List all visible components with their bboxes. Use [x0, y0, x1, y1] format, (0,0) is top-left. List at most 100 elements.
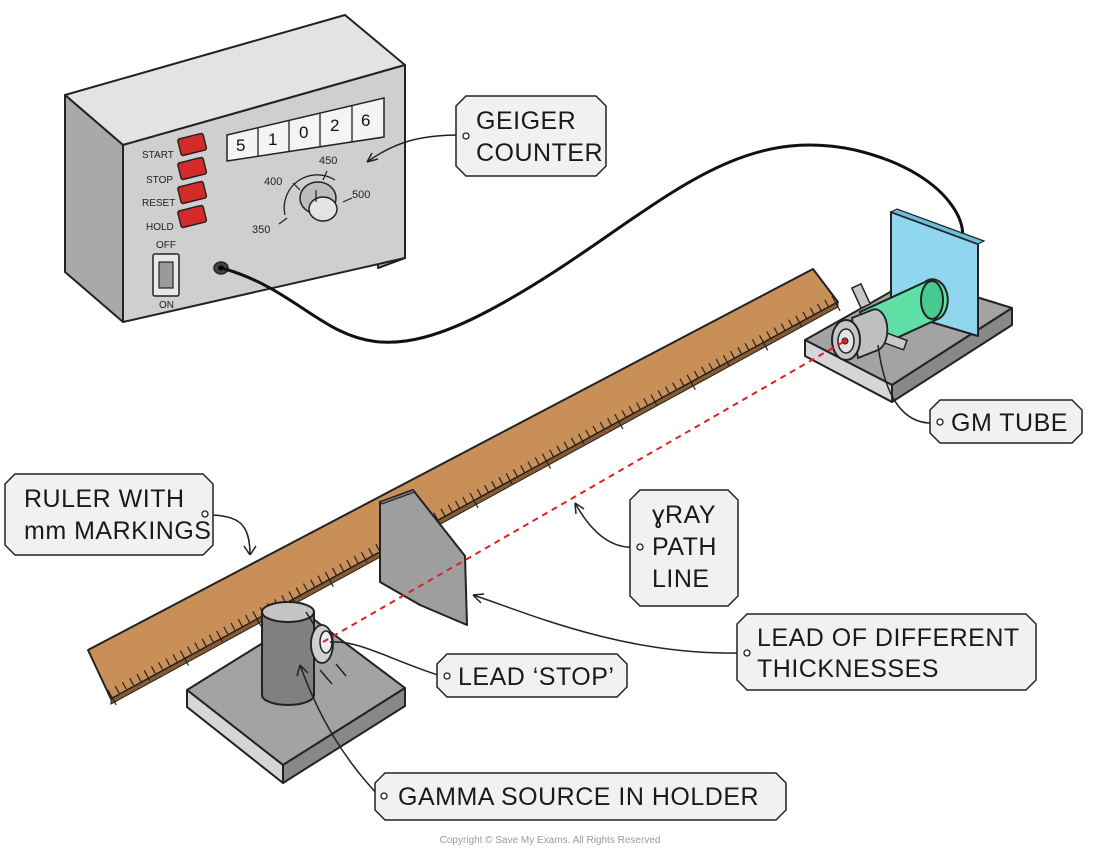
ruler-tick	[114, 685, 120, 694]
gm-tube-text: GM TUBE	[951, 409, 1068, 437]
power-switch[interactable]: OFF ON	[152, 240, 180, 311]
hold-button[interactable]	[177, 204, 208, 229]
ruler-tick	[722, 354, 730, 366]
lead-stop-leader	[329, 641, 442, 677]
ruler-tick	[310, 579, 316, 587]
ruler-tick	[252, 610, 262, 627]
ruler-tick	[541, 453, 552, 469]
gm-tube-leader	[877, 344, 936, 424]
ruler-tick	[143, 670, 151, 682]
stop-button[interactable]	[177, 156, 208, 181]
ruler-tick	[701, 366, 707, 375]
ruler-tick	[809, 307, 815, 316]
ruler-tick	[708, 362, 714, 371]
ruler-tick	[179, 650, 190, 666]
voltage-dial[interactable]: 350 400 450 500	[252, 155, 370, 236]
ruler-tick	[194, 642, 200, 650]
ruler-tick	[447, 504, 453, 513]
ruler-tick	[208, 634, 214, 643]
ruler-tick	[462, 496, 468, 505]
ruler-tick	[216, 630, 223, 642]
ruler-line-1: RULER WITH	[24, 485, 185, 513]
ruler-tick	[520, 465, 526, 473]
geiger-counter: 5 1 0 2 6 START STOP RESET HOLD OFF ON	[64, 14, 406, 323]
ruler-tick	[491, 480, 497, 489]
ruler-tick	[628, 406, 634, 414]
ruler-tick	[295, 587, 301, 595]
gamma-source-leader	[299, 664, 380, 797]
ruler-tick	[578, 433, 585, 445]
ruler-tick	[454, 500, 460, 509]
geiger-line-2: COUNTER	[476, 139, 603, 167]
ruler-tick	[715, 358, 721, 367]
ruler-tick	[483, 484, 489, 493]
digit-3: 0	[299, 123, 308, 142]
ruler-tick	[643, 398, 649, 406]
ruler-tick	[664, 386, 670, 394]
label-gm-tube: GM TUBE	[929, 399, 1083, 444]
ruler-tick	[129, 677, 135, 686]
ruler-tick	[288, 591, 296, 603]
gamma-ray-path	[322, 340, 846, 643]
ruler-tick	[744, 343, 750, 351]
ruler-tick	[672, 382, 678, 390]
ruler-tick	[339, 563, 345, 572]
ruler-tick	[121, 681, 127, 690]
ruler-tick	[824, 299, 830, 308]
ruler-tick	[360, 551, 368, 563]
stop-label: STOP	[146, 175, 173, 186]
ruler-tick	[679, 378, 685, 387]
dial-500: 500	[352, 189, 370, 201]
counter-buttons: START STOP RESET HOLD	[142, 132, 208, 233]
label-gamma-source: GAMMA SOURCE IN HOLDER	[374, 772, 787, 821]
dial-450: 450	[319, 155, 337, 167]
ruler-tick	[549, 449, 555, 457]
start-label: START	[142, 150, 174, 161]
gamma-ray-line-3: LINE	[652, 565, 710, 593]
label-gamma-ray: ɣRAY PATH LINE	[629, 489, 739, 607]
counter-display: 5 1 0 2 6	[226, 97, 385, 162]
ruler-tick	[766, 331, 772, 339]
ruler-tick	[201, 638, 207, 647]
ruler-tick	[136, 673, 142, 682]
reset-button[interactable]	[177, 180, 208, 205]
ruler-tick	[621, 410, 627, 418]
ruler-tick	[346, 559, 352, 568]
ruler-tick	[780, 323, 786, 331]
ruler-tick	[831, 295, 841, 312]
label-ruler: RULER WITH mm MARKINGS	[4, 473, 214, 556]
ruler-tick	[317, 575, 323, 584]
ruler-tick	[172, 654, 178, 662]
ruler-ticks	[107, 295, 841, 706]
ruler-line-2: mm MARKINGS	[24, 517, 211, 545]
dial-350: 350	[252, 224, 270, 236]
ruler-tick	[570, 437, 576, 446]
ruler-tick	[599, 421, 605, 430]
ruler-tick	[737, 346, 743, 355]
digit-5: 6	[361, 111, 370, 130]
ruler-tick	[165, 658, 171, 666]
ruler-tick	[563, 441, 569, 450]
ruler-tick	[556, 445, 562, 453]
lead-sheet-edge	[379, 489, 416, 505]
copyright-text: Copyright © Save My Exams. All Rights Re…	[440, 835, 661, 846]
ruler-tick	[592, 425, 598, 434]
label-lead-stop: LEAD ‘STOP’	[436, 653, 628, 698]
ruler-tick	[469, 492, 479, 509]
label-lead-thickness: LEAD OF DIFFERENT THICKNESSES	[736, 613, 1037, 691]
ruler-tick	[498, 476, 504, 485]
ruler-tick	[107, 689, 117, 706]
dial-400: 400	[264, 176, 282, 188]
geiger-leader	[366, 134, 461, 163]
ruler-tick	[534, 457, 540, 465]
lead-stop-text: LEAD ‘STOP’	[458, 663, 614, 691]
reset-label: RESET	[142, 198, 175, 209]
ruler-leader	[207, 514, 251, 556]
gm-tube-assembly	[804, 208, 1013, 403]
ruler-tick	[788, 319, 793, 327]
start-button[interactable]	[177, 132, 208, 157]
lead-stop	[305, 611, 347, 685]
lead-thick-line-1: LEAD OF DIFFERENT	[757, 624, 1020, 652]
digit-1: 5	[236, 136, 245, 155]
